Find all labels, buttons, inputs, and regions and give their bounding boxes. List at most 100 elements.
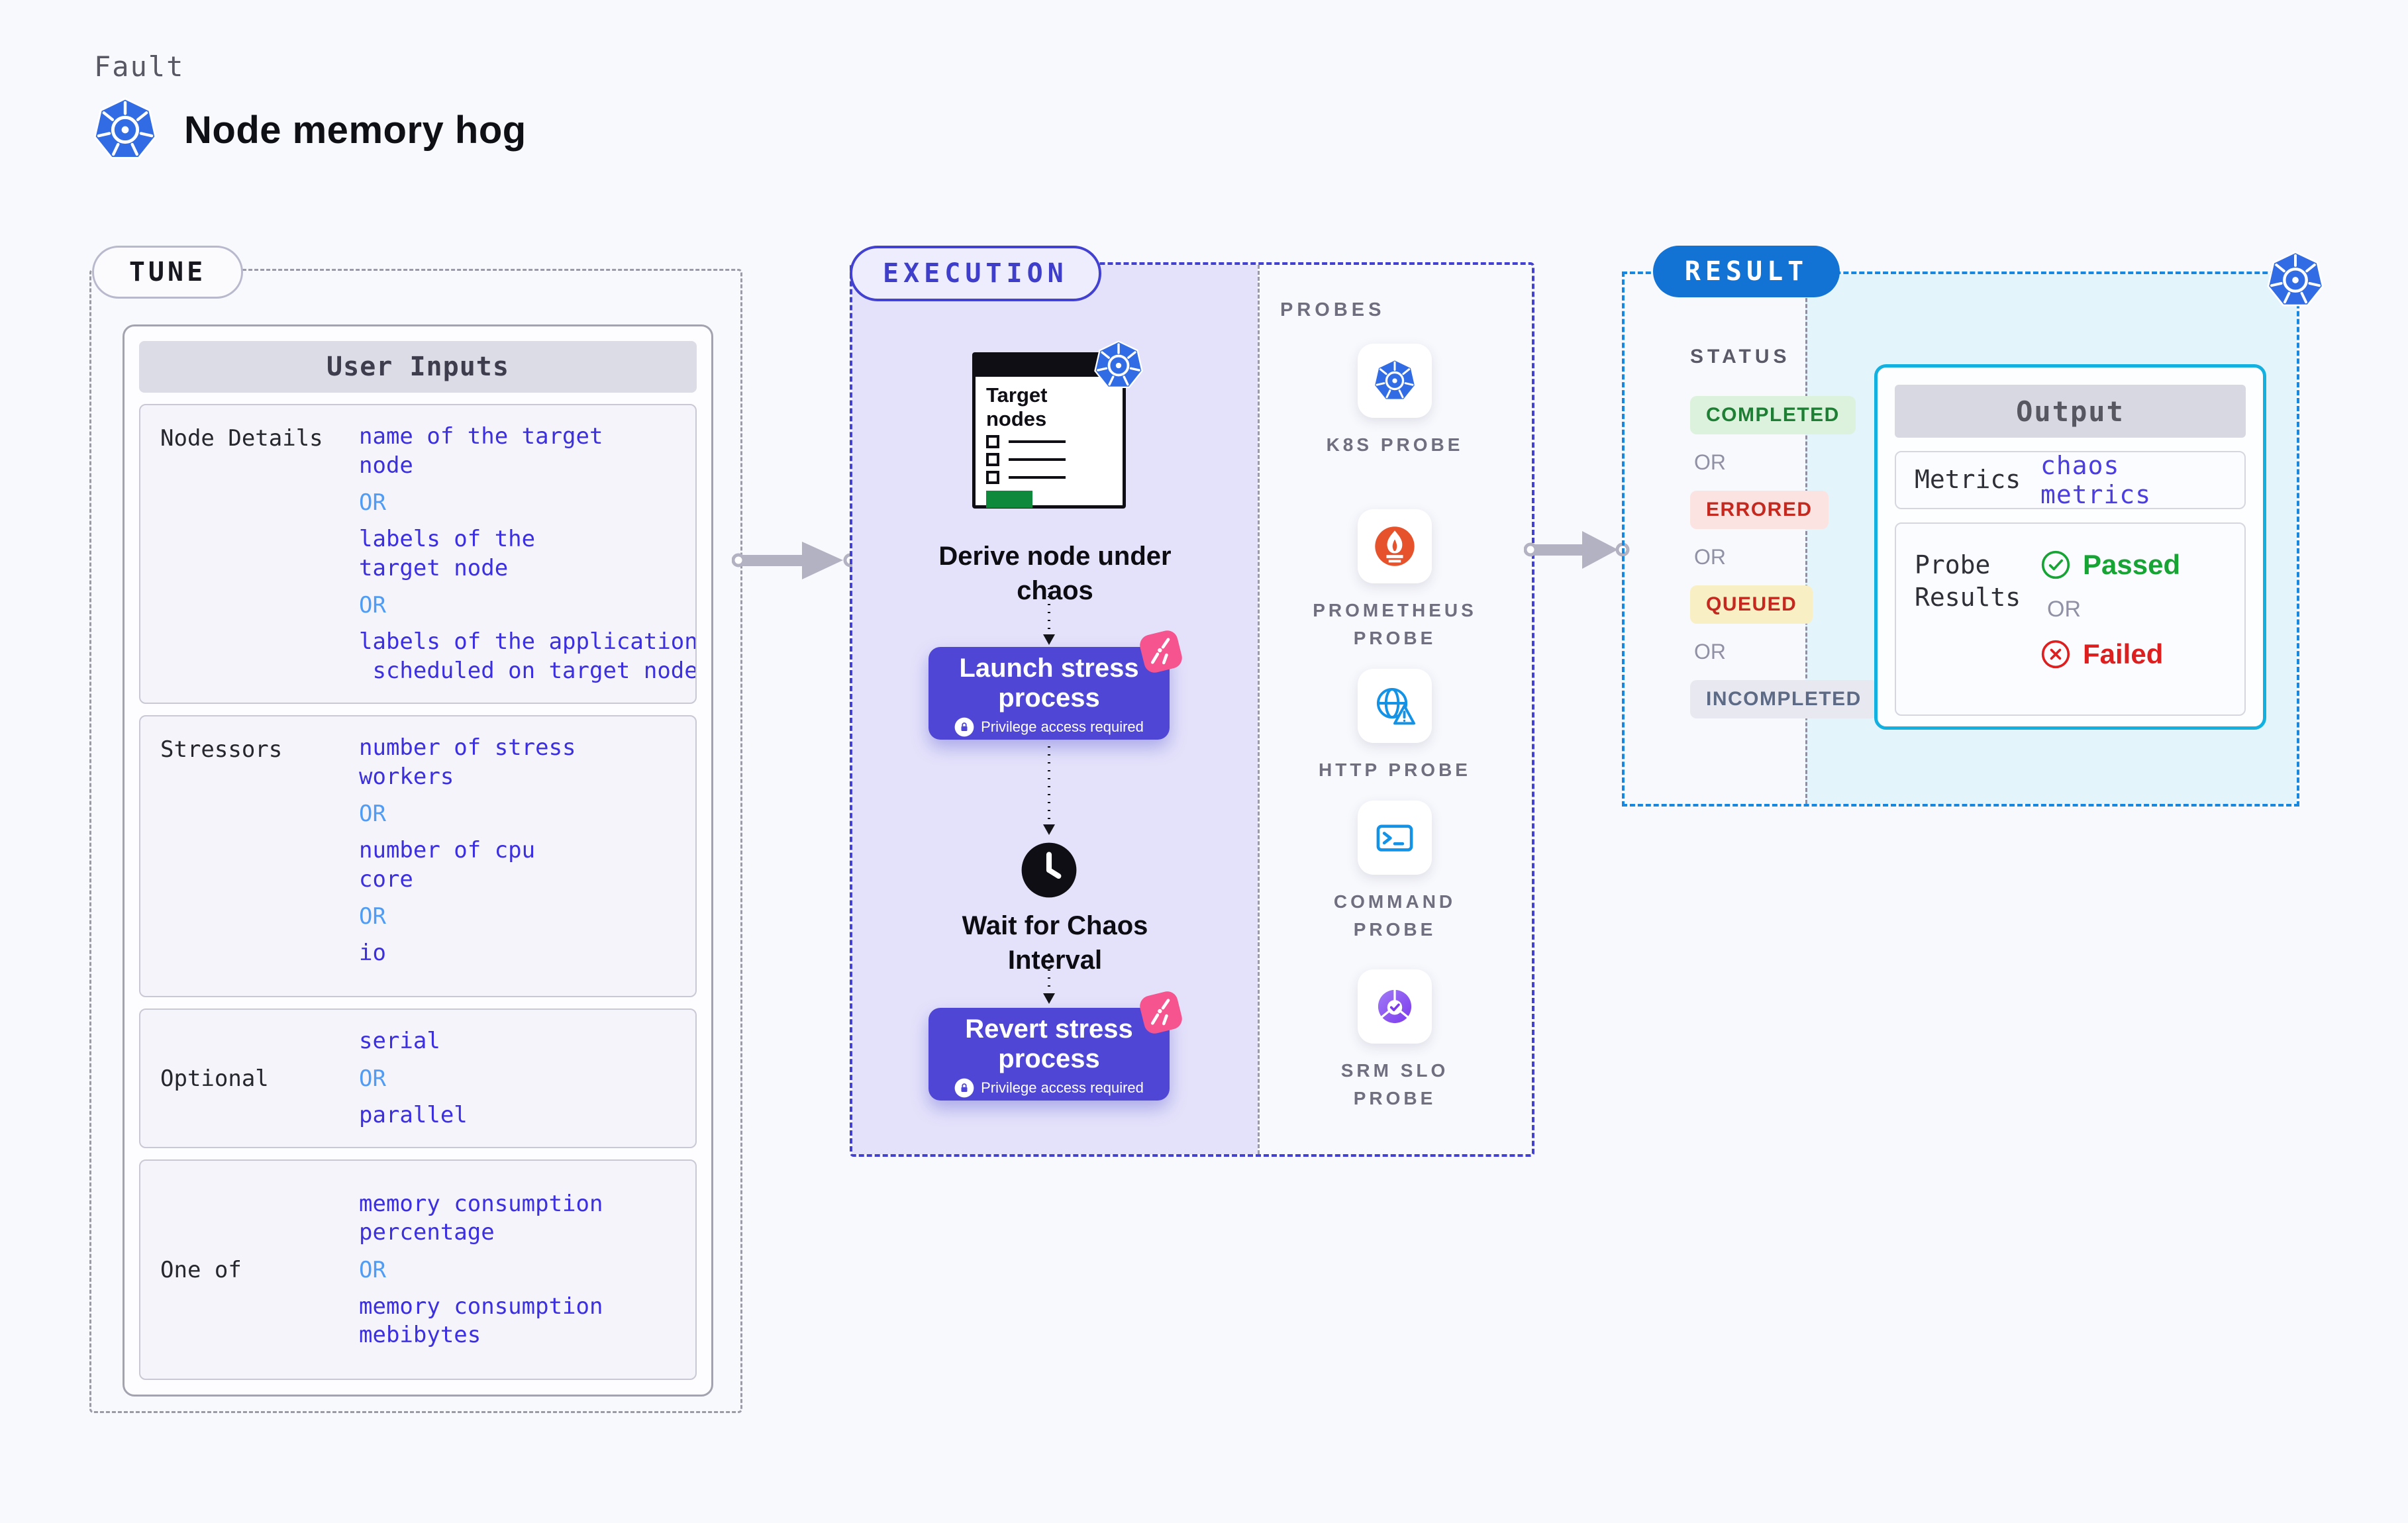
row-label: Node Details	[160, 425, 323, 452]
revert-stress-process-button[interactable]: Revert stress process Privilege access r…	[928, 989, 1185, 1101]
input-option: number of cpu core	[359, 837, 536, 893]
or-separator: OR	[359, 1065, 386, 1092]
user-input-row-node-details: Node Details name of the target node OR …	[139, 404, 697, 705]
probe-card[interactable]	[1358, 969, 1432, 1044]
input-option: memory consumption percentage	[359, 1190, 603, 1246]
probe-results-values: Passed OR Failed	[2040, 549, 2180, 714]
fault-eyebrow: Fault	[94, 50, 185, 83]
probe-label: HTTP PROBE	[1319, 760, 1471, 780]
status-badge-errored: ERRORED	[1690, 491, 1829, 529]
kubernetes-icon	[1373, 359, 1417, 403]
input-option: number of stress workers	[359, 734, 576, 790]
probe-results-row: Probe Results Passed OR Failed	[1895, 522, 2246, 716]
passed-label: Passed	[2083, 549, 2181, 580]
doc-checklist-row	[986, 453, 1123, 467]
metrics-label: Metrics	[1915, 465, 2021, 495]
clock-icon	[1019, 840, 1079, 900]
probe-item-http: HTTP PROBE	[1258, 669, 1532, 784]
probe-label: PROMETHEUS PROBE	[1313, 600, 1477, 648]
wait-chaos-caption: Wait for Chaos Interval	[962, 911, 1148, 975]
tune-pill[interactable]: TUNE	[92, 246, 243, 299]
probe-card[interactable]	[1358, 509, 1432, 583]
page-title: Node memory hog	[184, 108, 527, 152]
or-separator: OR	[1694, 545, 1726, 569]
doc-title: Target nodes	[986, 383, 1048, 430]
probe-item-srm-slo: SRM SLO PROBE	[1258, 969, 1532, 1112]
row-values: serial OR parallel	[359, 1027, 686, 1130]
button-label: Launch stress process	[959, 654, 1139, 712]
user-input-row-stressors: Stressors number of stress workers OR nu…	[139, 715, 697, 998]
execution-section: Target nodes Derive node under chaos Lau…	[850, 262, 1534, 1157]
execution-pill[interactable]: EXECUTION	[850, 246, 1101, 301]
or-separator: OR	[359, 489, 386, 516]
list-line	[1009, 476, 1066, 479]
check-circle-icon	[2040, 550, 2071, 580]
input-option: serial	[359, 1028, 440, 1055]
checkbox-icon	[986, 453, 999, 467]
button-label: Revert stress process	[965, 1014, 1133, 1073]
metrics-row: Metrics chaos metrics	[1895, 451, 2246, 509]
row-values: memory consumption percentage OR memory …	[359, 1190, 686, 1350]
or-separator: OR	[359, 592, 386, 619]
row-label: Optional	[160, 1065, 269, 1092]
x-circle-icon	[2040, 639, 2071, 669]
probes-divider	[1258, 265, 1260, 1154]
status-column: STATUS COMPLETED OR ERRORED OR QUEUED OR…	[1690, 346, 1878, 718]
checkbox-icon	[986, 435, 999, 449]
lock-icon	[954, 1078, 974, 1098]
kubernetes-icon	[1093, 340, 1144, 391]
passed-entry: Passed	[2040, 549, 2180, 581]
probe-label: K8S PROBE	[1326, 434, 1464, 455]
status-badge-incompleted: INCOMPLETED	[1690, 680, 1878, 718]
input-option: labels of the application scheduled on t…	[359, 628, 697, 684]
target-nodes-doc: Target nodes	[972, 352, 1126, 509]
doc-green-bar	[986, 491, 1032, 509]
status-title: STATUS	[1690, 346, 1791, 368]
http-globe-warning-icon	[1373, 684, 1417, 728]
checkbox-icon	[986, 471, 999, 485]
kubernetes-icon	[93, 97, 158, 163]
row-label: Stressors	[160, 736, 283, 763]
probes-title: PROBES	[1280, 299, 1385, 320]
lock-icon	[954, 717, 974, 737]
metrics-value: chaos metrics	[2040, 451, 2152, 509]
probe-item-command: COMMAND PROBE	[1258, 801, 1532, 944]
user-inputs-card: User Inputs Node Details name of the tar…	[123, 324, 713, 1397]
launch-stress-process-button[interactable]: Launch stress process Privilege access r…	[928, 628, 1185, 740]
derive-node-caption: Derive node under chaos	[938, 542, 1172, 605]
result-pill[interactable]: RESULT	[1653, 246, 1840, 297]
user-input-row-optional: Optional serial OR parallel	[139, 1008, 697, 1149]
prometheus-icon	[1373, 524, 1417, 568]
status-badge-completed: COMPLETED	[1690, 396, 1856, 434]
kubernetes-icon	[2266, 250, 2325, 310]
tune-to-execution-arrow	[732, 542, 858, 579]
srm-slo-gauge-check-icon	[1373, 985, 1417, 1028]
probe-card[interactable]	[1358, 801, 1432, 875]
output-card: Output Metrics chaos metrics Probe Resul…	[1874, 364, 2266, 730]
user-inputs-title: User Inputs	[139, 341, 697, 393]
probe-label: SRM SLO PROBE	[1340, 1060, 1449, 1108]
or-separator: OR	[1694, 640, 1726, 663]
probe-results-label: Probe Results	[1915, 550, 2021, 613]
row-values: number of stress workers OR number of cp…	[359, 734, 686, 979]
doc-checklist-row	[986, 435, 1123, 449]
failed-label: Failed	[2083, 638, 2164, 669]
input-option: parallel	[359, 1101, 468, 1128]
input-option: name of the target node	[359, 423, 603, 479]
output-title: Output	[1895, 385, 2246, 438]
flow-arrow-down	[1043, 746, 1055, 835]
page-header: Node memory hog	[93, 97, 527, 163]
or-separator: OR	[359, 801, 386, 828]
privilege-note: Privilege access required	[928, 1078, 1170, 1098]
input-option: labels of the target node	[359, 526, 536, 581]
probe-item-prometheus: PROMETHEUS PROBE	[1258, 509, 1532, 652]
execution-to-result-arrow	[1524, 531, 1630, 569]
list-line	[1009, 458, 1066, 462]
probe-card[interactable]	[1358, 669, 1432, 743]
privilege-label: Privilege access required	[981, 1079, 1144, 1096]
probe-card[interactable]	[1358, 344, 1432, 418]
or-separator: OR	[359, 1256, 386, 1283]
probe-item-k8s: K8S PROBE	[1258, 344, 1532, 459]
input-option: memory consumption mebibytes	[359, 1293, 603, 1349]
